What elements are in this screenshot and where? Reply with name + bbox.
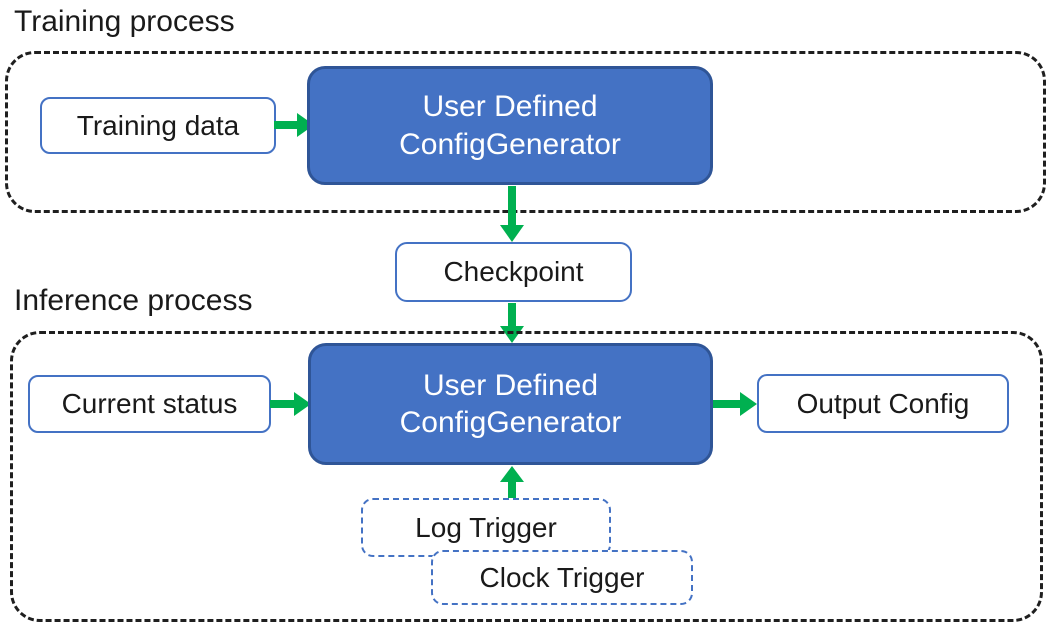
current-status-box: Current status [28, 375, 271, 433]
inference-config-generator-box: User Defined ConfigGenerator [308, 343, 713, 465]
generator-to-checkpoint-arrow [499, 186, 525, 242]
generator-to-output-arrow [713, 392, 757, 416]
training-data-box: Training data [40, 97, 276, 154]
log-trigger-label: Log Trigger [415, 511, 557, 543]
arrow-shaft [274, 121, 297, 129]
triggers-to-generator-arrow [499, 466, 525, 498]
clock-trigger-box: Clock Trigger [431, 550, 693, 605]
generator-label-line1: User Defined [422, 90, 598, 123]
arrow-head-icon [500, 466, 524, 482]
current-status-label: Current status [61, 388, 238, 419]
checkpoint-box: Checkpoint [395, 242, 632, 302]
current-status-to-generator-arrow [270, 392, 311, 416]
arrow-head-icon [500, 225, 524, 242]
arrow-shaft [508, 482, 516, 498]
clock-trigger-label: Clock Trigger [479, 561, 645, 593]
log-trigger-box: Log Trigger [361, 498, 611, 557]
checkpoint-label: Checkpoint [443, 256, 584, 287]
training-config-generator-box: User Defined ConfigGenerator [307, 66, 713, 185]
output-config-label: Output Config [796, 387, 970, 419]
arrow-shaft [713, 400, 740, 408]
arrow-head-icon [500, 326, 524, 343]
training-process-container [5, 51, 1046, 213]
generator-label-line1: User Defined [422, 368, 599, 402]
inference-process-container [10, 331, 1043, 622]
arrow-shaft [270, 400, 294, 408]
output-config-box: Output Config [757, 374, 1009, 433]
training-data-label: Training data [76, 109, 240, 141]
arrow-head-icon [740, 392, 757, 416]
training-process-label: Training process [14, 5, 235, 38]
generator-label-line2: ConfigGenerator [399, 406, 622, 439]
inference-process-label: Inference process [14, 284, 253, 317]
arrow-head-icon [294, 392, 311, 416]
arrow-shaft [508, 303, 516, 326]
checkpoint-to-inference-generator-arrow [499, 303, 525, 343]
arrow-shaft [508, 186, 516, 225]
generator-label-line2: ConfigGenerator [399, 127, 621, 161]
